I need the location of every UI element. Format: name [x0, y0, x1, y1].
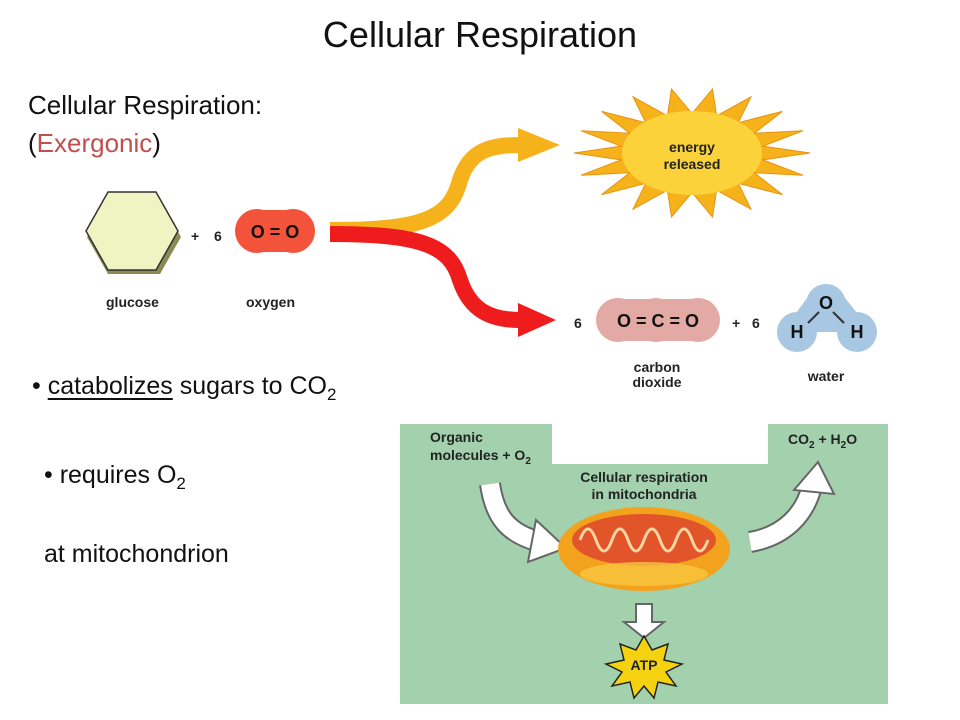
co2-label-line2: dioxide: [632, 374, 681, 390]
energy-burst: [573, 87, 811, 219]
output-label: CO2 + H2O: [788, 431, 857, 451]
water-oxygen: O: [819, 293, 833, 313]
water-hydrogen-1: H: [791, 322, 804, 342]
oxygen-molecule: [235, 209, 315, 253]
bullet2-text: requires O: [59, 461, 177, 489]
bullet1-subscript: 2: [327, 385, 337, 404]
mitochondria-panel: Organic molecules + O2 CO2 + H2O Cellula…: [400, 424, 888, 704]
center-label-line2: in mitochondria: [592, 486, 697, 502]
water-coefficient: 6: [752, 315, 760, 331]
oxygen-label: oxygen: [246, 294, 295, 310]
center-label-line1: Cellular respiration: [580, 469, 708, 485]
co2-molecule: [596, 298, 720, 342]
atp-burst-icon: [603, 634, 685, 700]
water-molecule: [777, 284, 877, 352]
bullet1-rest: sugars to CO: [172, 372, 328, 400]
output-curved-arrow: [747, 460, 836, 553]
energy-label-line1: energy: [669, 139, 715, 155]
co2-formula: O = C = O: [617, 311, 699, 331]
products-arrow: [329, 226, 556, 337]
co2-coefficient: 6: [574, 315, 582, 331]
plus-sign-2: +: [732, 315, 740, 331]
water-label: water: [807, 368, 845, 384]
exergonic-label: Exergonic: [36, 128, 153, 158]
atp-label: ATP: [631, 657, 658, 673]
open-paren: (: [28, 128, 37, 158]
subtitle-line1: Cellular Respiration:: [28, 90, 263, 120]
atp-down-arrow: [621, 603, 667, 640]
slide-title: Cellular Respiration: [322, 14, 638, 55]
glucose-molecule: [85, 191, 181, 274]
input-label-line2: molecules + O2: [430, 447, 531, 467]
co2-label-line1: carbon: [634, 359, 681, 375]
catabolizes-word: catabolizes: [47, 372, 173, 400]
bullet-catabolizes: • catabolizes sugars to CO2: [32, 372, 337, 404]
bullet-requires-o2: • requires O2: [44, 461, 186, 493]
reaction-diagram: glucose + 6 O = O oxygen energy released…: [85, 87, 877, 390]
subtitle: Cellular Respiration: (Exergonic): [28, 86, 262, 162]
bullet2-subscript: 2: [176, 474, 186, 493]
input-label-line1: Organic: [430, 429, 483, 445]
oxygen-coefficient: 6: [214, 228, 222, 244]
energy-label-line2: released: [664, 156, 721, 172]
close-paren: ): [152, 128, 161, 158]
bullet-mitochondrion: at mitochondrion: [44, 540, 229, 568]
water-hydrogen-2: H: [851, 322, 864, 342]
mitochondrion-icon: [558, 507, 730, 591]
energy-arrow: [329, 128, 560, 238]
subtitle-line2: (Exergonic): [28, 124, 262, 162]
plus-sign-1: +: [191, 228, 199, 244]
oxygen-formula: O = O: [251, 222, 300, 242]
glucose-label: glucose: [106, 294, 159, 310]
input-curved-arrow: [479, 482, 568, 564]
